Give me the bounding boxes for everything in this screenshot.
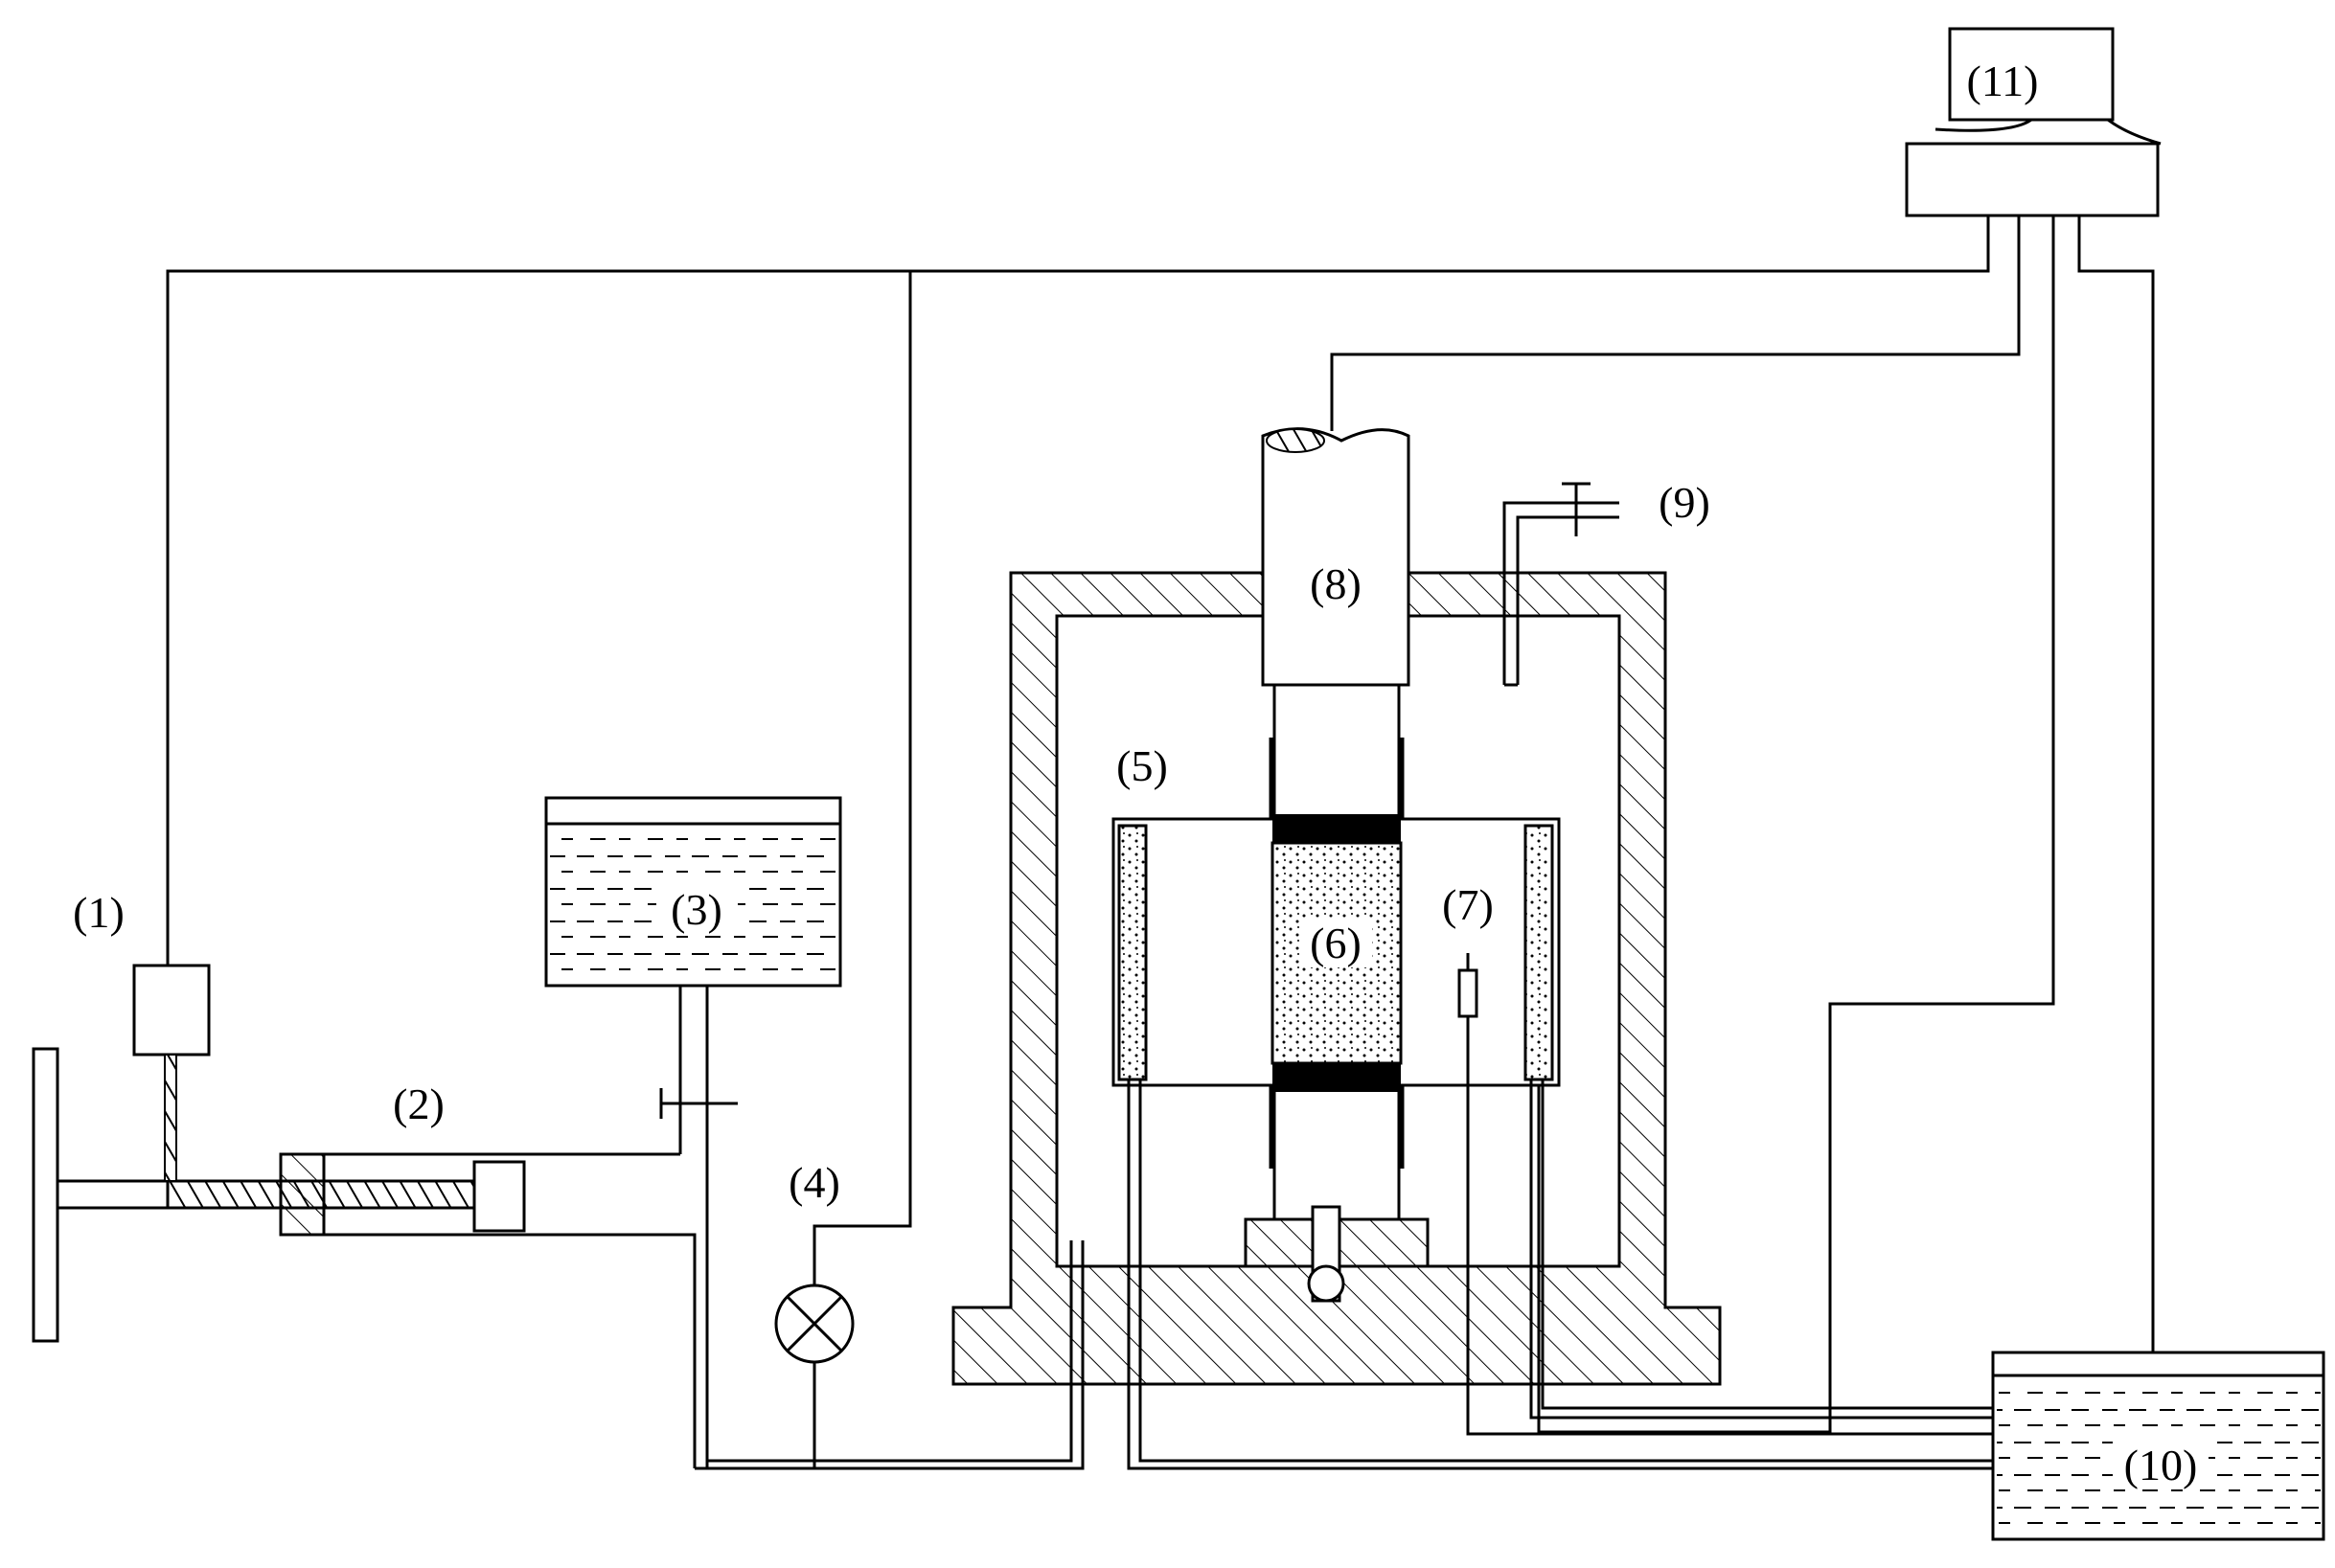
label-11: (11)	[1967, 57, 2039, 105]
label-5: (5)	[1116, 741, 1168, 790]
valve-9: (9)	[1502, 478, 1710, 687]
label-9: (9)	[1659, 478, 1710, 527]
bath-lines	[1127, 1079, 1993, 1470]
insulated-chamber	[951, 571, 1722, 1386]
indicator-4: (4)	[774, 1158, 855, 1468]
screw-pump-2: (2)	[32, 1047, 697, 1468]
label-8: (8)	[1310, 559, 1362, 608]
soil-specimen-6: (6)	[1271, 814, 1403, 1092]
label-7: (7)	[1442, 880, 1494, 929]
label-2: (2)	[393, 1079, 445, 1128]
label-4: (4)	[789, 1158, 840, 1207]
label-6: (6)	[1310, 919, 1362, 967]
water-tank-3: (3)	[544, 796, 842, 1468]
label-10: (10)	[2124, 1441, 2198, 1489]
thermometer-7: (7)	[1442, 880, 1993, 1436]
label-1: (1)	[73, 888, 125, 937]
pressure-sensor-1: (1)	[73, 888, 211, 1182]
label-3: (3)	[671, 885, 722, 934]
computer-11: (11)	[1905, 27, 2162, 217]
water-bath-10: (10)	[1991, 1351, 2325, 1541]
